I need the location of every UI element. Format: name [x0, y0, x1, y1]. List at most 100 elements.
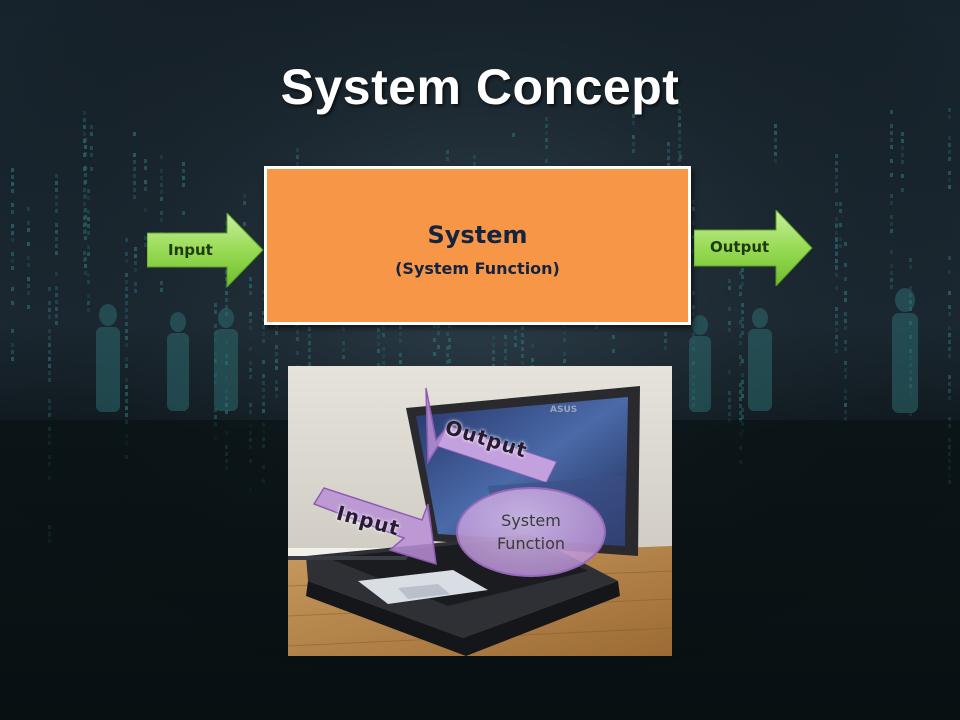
matrix-glyph	[844, 347, 847, 351]
matrix-glyph	[678, 102, 681, 106]
matrix-glyph	[835, 265, 838, 269]
matrix-glyph	[844, 312, 847, 316]
matrix-glyph	[342, 355, 345, 359]
matrix-glyph	[835, 189, 838, 193]
matrix-glyph	[55, 209, 58, 213]
matrix-glyph	[446, 157, 449, 161]
matrix-glyph	[692, 333, 695, 337]
matrix-glyph	[948, 270, 951, 274]
matrix-glyph	[48, 315, 51, 319]
matrix-glyph	[948, 354, 951, 358]
matrix-glyph	[160, 176, 163, 180]
matrix-glyph	[728, 286, 731, 290]
matrix-glyph	[48, 371, 51, 375]
matrix-glyph	[48, 301, 51, 305]
matrix-glyph	[835, 175, 838, 179]
matrix-glyph	[296, 148, 299, 152]
matrix-glyph	[125, 294, 128, 298]
matrix-glyph	[437, 324, 440, 328]
matrix-glyph	[133, 153, 136, 157]
matrix-glyph	[182, 183, 185, 187]
matrix-glyph	[160, 190, 163, 194]
matrix-glyph	[48, 399, 51, 403]
matrix-glyph	[275, 366, 278, 370]
matrix-glyph	[87, 280, 90, 284]
matrix-glyph	[739, 320, 742, 324]
matrix-glyph	[512, 133, 515, 137]
matrix-glyph	[87, 252, 90, 256]
matrix-glyph	[11, 259, 14, 263]
matrix-glyph	[160, 169, 163, 173]
matrix-glyph	[275, 359, 278, 363]
matrix-glyph	[48, 357, 51, 361]
matrix-glyph	[214, 310, 217, 314]
matrix-glyph	[664, 346, 667, 350]
matrix-glyph	[835, 154, 838, 158]
matrix-glyph	[835, 251, 838, 255]
matrix-glyph	[90, 153, 93, 157]
matrix-glyph	[692, 221, 695, 225]
matrix-glyph	[308, 341, 311, 345]
matrix-glyph	[27, 305, 30, 309]
matrix-glyph	[243, 194, 246, 198]
matrix-glyph	[11, 329, 14, 333]
matrix-glyph	[160, 281, 163, 285]
matrix-glyph	[739, 362, 742, 366]
matrix-glyph	[382, 326, 385, 330]
matrix-glyph	[382, 333, 385, 337]
matrix-glyph	[55, 181, 58, 185]
matrix-glyph	[125, 329, 128, 333]
matrix-glyph	[11, 266, 14, 270]
matrix-glyph	[262, 339, 265, 343]
matrix-glyph	[134, 261, 137, 265]
matrix-glyph	[890, 194, 893, 198]
matrix-glyph	[890, 264, 893, 268]
matrix-glyph	[739, 390, 742, 394]
matrix-glyph	[83, 181, 86, 185]
matrix-glyph	[134, 247, 137, 251]
matrix-glyph	[948, 326, 951, 330]
matrix-glyph	[55, 300, 58, 304]
matrix-glyph	[144, 159, 147, 163]
matrix-glyph	[11, 252, 14, 256]
matrix-glyph	[134, 254, 137, 258]
matrix-glyph	[55, 230, 58, 234]
matrix-glyph	[133, 174, 136, 178]
matrix-glyph	[563, 352, 566, 356]
matrix-glyph	[678, 109, 681, 113]
matrix-glyph	[214, 408, 217, 412]
matrix-glyph	[835, 342, 838, 346]
matrix-glyph	[125, 413, 128, 417]
matrix-glyph	[55, 251, 58, 255]
laptop-brand-text: ASUS	[550, 405, 577, 415]
matrix-glyph	[84, 145, 87, 149]
matrix-glyph	[83, 258, 86, 262]
matrix-glyph	[55, 237, 58, 241]
matrix-glyph	[835, 182, 838, 186]
matrix-glyph	[632, 114, 635, 118]
matrix-glyph	[632, 121, 635, 125]
matrix-glyph	[55, 293, 58, 297]
matrix-glyph	[901, 139, 904, 143]
matrix-glyph	[342, 348, 345, 352]
matrix-glyph	[446, 346, 449, 350]
matrix-glyph	[728, 405, 731, 409]
matrix-glyph	[48, 343, 51, 347]
matrix-glyph	[399, 325, 402, 329]
matrix-glyph	[87, 273, 90, 277]
matrix-glyph	[11, 238, 14, 242]
matrix-glyph	[377, 335, 380, 339]
matrix-glyph	[249, 291, 252, 295]
matrix-glyph	[87, 210, 90, 214]
matrix-glyph	[296, 337, 299, 341]
system-function-label: (System Function)	[395, 259, 560, 278]
matrix-glyph	[521, 361, 524, 365]
matrix-glyph	[399, 332, 402, 336]
matrix-glyph	[160, 197, 163, 201]
matrix-glyph	[249, 410, 252, 414]
matrix-glyph	[125, 301, 128, 305]
matrix-glyph	[11, 175, 14, 179]
matrix-glyph	[741, 373, 744, 377]
matrix-glyph	[492, 350, 495, 354]
matrix-glyph	[741, 282, 744, 286]
